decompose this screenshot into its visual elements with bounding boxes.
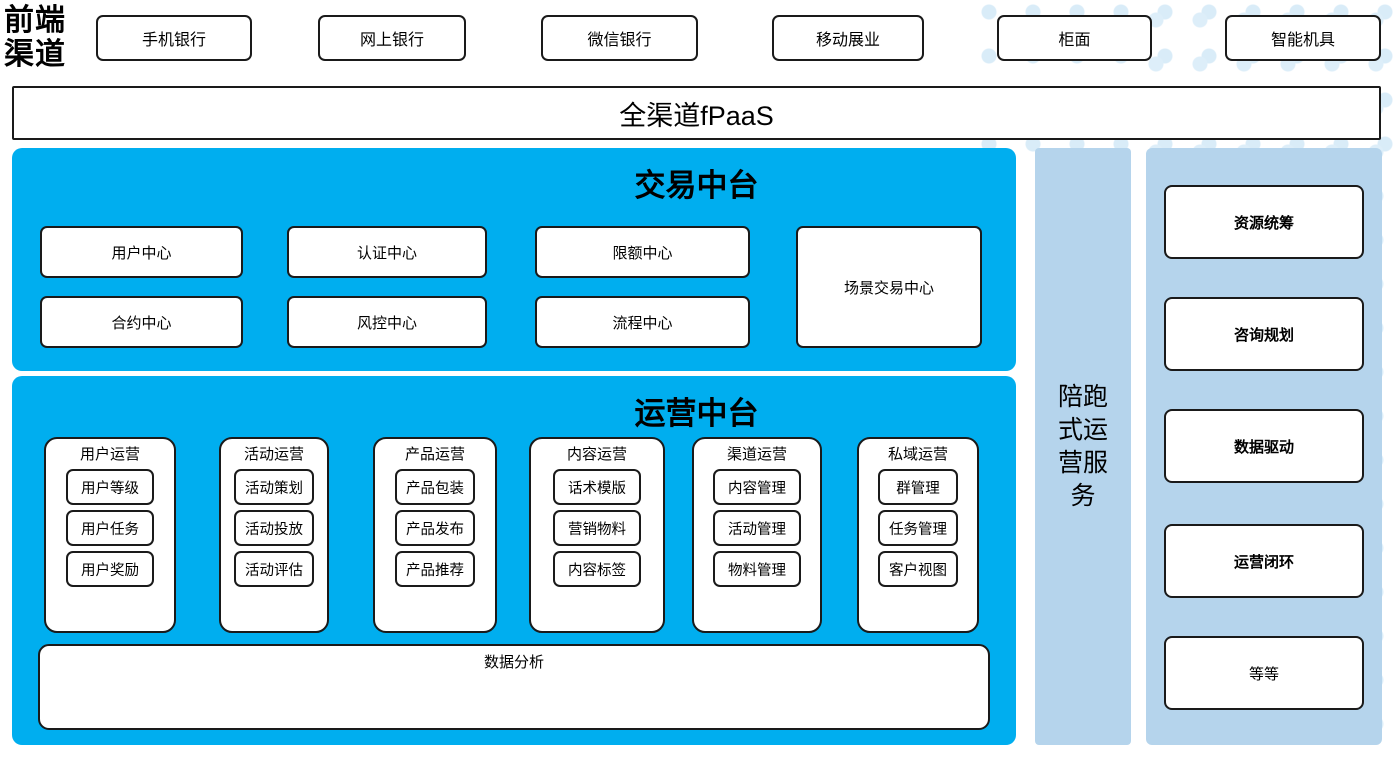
trade-platform-title: 交易中台 (634, 168, 759, 203)
channel-box-4[interactable]: 移动展业 (772, 15, 924, 61)
channel-box-5[interactable]: 柜面 (997, 15, 1152, 61)
ops-item-2-3[interactable]: 活动评估 (234, 551, 314, 587)
ops-group-4: 内容运营话术模版营销物料内容标签 (529, 437, 665, 633)
data-analysis-strip: 数据分析 (38, 644, 990, 730)
ops-group-6: 私域运营群管理任务管理客户视图 (857, 437, 979, 633)
front-channel-label-line1: 前端 (4, 4, 66, 37)
ops-group-title-2: 活动运营 (243, 446, 304, 463)
front-channel-label-line2: 渠道 (4, 38, 66, 71)
ops-group-title-5: 渠道运营 (726, 446, 787, 463)
channel-box-2[interactable]: 网上银行 (318, 15, 466, 61)
channel-box-1[interactable]: 手机银行 (96, 15, 252, 61)
ops-item-list-2: 活动策划活动投放活动评估 (221, 469, 327, 587)
ops-group-title-4: 内容运营 (566, 446, 627, 463)
ops-item-5-2[interactable]: 活动管理 (713, 510, 801, 546)
ops-item-3-3[interactable]: 产品推荐 (395, 551, 475, 587)
ops-platform-title: 运营中台 (634, 396, 759, 431)
ops-item-2-2[interactable]: 活动投放 (234, 510, 314, 546)
ops-item-6-2[interactable]: 任务管理 (878, 510, 958, 546)
ops-item-4-1[interactable]: 话术模版 (553, 469, 641, 505)
ops-item-list-6: 群管理任务管理客户视图 (859, 469, 977, 587)
trade-center-box-7[interactable]: 场景交易中心 (796, 226, 982, 348)
trade-center-box-1[interactable]: 用户中心 (40, 226, 243, 278)
ops-item-3-2[interactable]: 产品发布 (395, 510, 475, 546)
ops-item-list-5: 内容管理活动管理物料管理 (694, 469, 820, 587)
trade-center-box-4[interactable]: 合约中心 (40, 296, 243, 348)
ops-group-title-3: 产品运营 (404, 446, 465, 463)
front-channel-label: 前端 渠道 (4, 2, 88, 74)
ops-item-list-4: 话术模版营销物料内容标签 (531, 469, 663, 587)
data-analysis-title: 数据分析 (483, 654, 544, 671)
accompanying-service-label: 陪跑式运营服务 (1057, 382, 1108, 510)
support-item-2[interactable]: 咨询规划 (1164, 297, 1364, 371)
ops-item-5-1[interactable]: 内容管理 (713, 469, 801, 505)
ops-item-1-3[interactable]: 用户奖励 (66, 551, 154, 587)
accompanying-service-column: 陪跑式运营服务 (1035, 148, 1131, 745)
trade-center-box-5[interactable]: 风控中心 (287, 296, 487, 348)
ops-item-4-3[interactable]: 内容标签 (553, 551, 641, 587)
ops-group-1: 用户运营用户等级用户任务用户奖励 (44, 437, 176, 633)
ops-item-list-1: 用户等级用户任务用户奖励 (46, 469, 174, 587)
ops-item-6-3[interactable]: 客户视图 (878, 551, 958, 587)
ops-item-1-1[interactable]: 用户等级 (66, 469, 154, 505)
trade-center-box-6[interactable]: 流程中心 (535, 296, 750, 348)
ops-item-5-3[interactable]: 物料管理 (713, 551, 801, 587)
trade-center-box-3[interactable]: 限额中心 (535, 226, 750, 278)
ops-item-1-2[interactable]: 用户任务 (66, 510, 154, 546)
ops-item-list-3: 产品包装产品发布产品推荐 (375, 469, 495, 587)
ops-item-4-2[interactable]: 营销物料 (553, 510, 641, 546)
channel-box-6[interactable]: 智能机具 (1225, 15, 1381, 61)
ops-group-title-1: 用户运营 (79, 446, 140, 463)
omnichannel-fpaas-bar[interactable]: 全渠道fPaaS (12, 86, 1381, 140)
ops-item-6-1[interactable]: 群管理 (878, 469, 958, 505)
ops-group-2: 活动运营活动策划活动投放活动评估 (219, 437, 329, 633)
ops-item-2-1[interactable]: 活动策划 (234, 469, 314, 505)
trade-center-box-2[interactable]: 认证中心 (287, 226, 487, 278)
ops-group-3: 产品运营产品包装产品发布产品推荐 (373, 437, 497, 633)
channel-box-3[interactable]: 微信银行 (541, 15, 698, 61)
ops-group-5: 渠道运营内容管理活动管理物料管理 (692, 437, 822, 633)
support-item-5[interactable]: 等等 (1164, 636, 1364, 710)
support-item-4[interactable]: 运营闭环 (1164, 524, 1364, 598)
ops-item-3-1[interactable]: 产品包装 (395, 469, 475, 505)
ops-group-title-6: 私域运营 (887, 446, 948, 463)
